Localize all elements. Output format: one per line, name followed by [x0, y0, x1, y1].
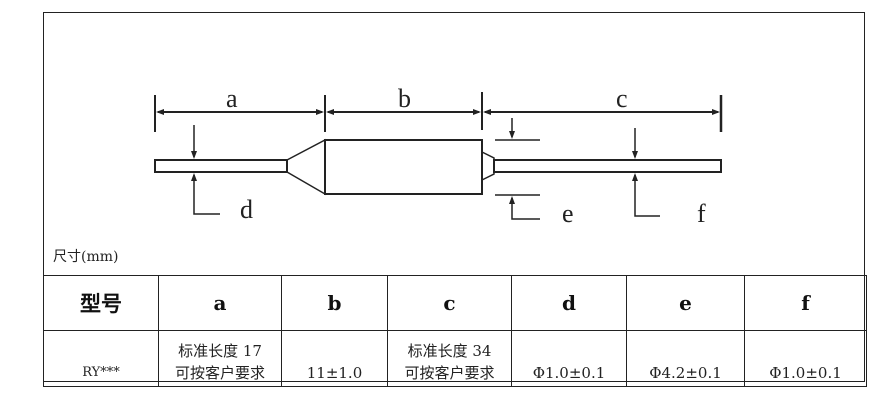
- f-leader: [634, 175, 660, 217]
- d-leader: [193, 175, 220, 215]
- header-b: b: [281, 275, 388, 331]
- cell-c-line2: 可按客户要求: [404, 364, 495, 382]
- component-body: [324, 139, 483, 195]
- dim-label-c: c: [616, 84, 628, 113]
- header-model: 型号: [43, 275, 159, 331]
- header-d: d: [511, 275, 627, 331]
- cell-model: RY***: [43, 330, 159, 387]
- cell-c-line1: 标准长度 34: [407, 342, 492, 360]
- dim-label-a: a: [226, 84, 238, 113]
- e-leader: [511, 198, 540, 220]
- right-lead: [493, 159, 722, 173]
- left-taper: [286, 138, 326, 196]
- cell-f: Φ1.0±0.1: [744, 330, 867, 387]
- cell-d: Φ1.0±0.1: [511, 330, 627, 387]
- left-lead: [154, 159, 288, 173]
- cell-a: 标准长度 17 可按客户要求: [158, 330, 282, 387]
- cell-b: 11±1.0: [281, 330, 388, 387]
- dim-label-e: e: [562, 199, 574, 228]
- table-header-row: 型号 a b c d e f: [43, 275, 867, 331]
- cell-e: Φ4.2±0.1: [626, 330, 745, 387]
- header-f: f: [744, 275, 867, 331]
- dim-label-b: b: [398, 84, 411, 113]
- spec-table: 型号 a b c d e f RY*** 标准长度 17 可按客户要求 11±1…: [43, 275, 867, 387]
- header-c: c: [387, 275, 512, 331]
- dim-label-d: d: [240, 195, 253, 224]
- right-taper: [481, 151, 495, 181]
- cell-a-line2: 可按客户要求: [174, 364, 265, 382]
- table-row: RY*** 标准长度 17 可按客户要求 11±1.0 标准长度 34 可按客户…: [43, 330, 867, 387]
- dim-label-f: f: [697, 199, 706, 228]
- header-a: a: [158, 275, 282, 331]
- unit-label: 尺寸(mm): [53, 249, 119, 265]
- cell-a-line1: 标准长度 17: [178, 342, 262, 360]
- header-e: e: [626, 275, 745, 331]
- cell-c: 标准长度 34 可按客户要求: [387, 330, 512, 387]
